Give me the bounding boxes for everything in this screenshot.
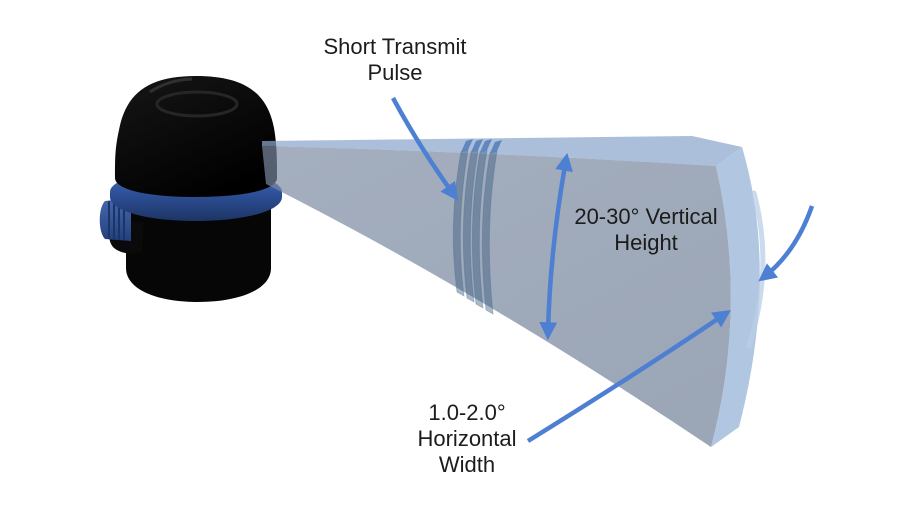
transmit-pulse-label-line2: Pulse [367,60,423,85]
beam [262,136,766,447]
beam-curved-face [711,147,760,447]
transducer-dome [115,76,277,197]
pulse-band [481,150,498,315]
horizontal-width-label-line2: Horizontal [417,426,517,451]
vertical-height-label-line1: 20-30° Vertical [574,204,718,229]
dome-highlight [149,77,193,94]
annotation-arrows [391,96,815,443]
pulse-band-top [461,139,473,152]
pulse-band [471,149,488,309]
horizontal-width-label-line1: 1.0-2.0° [428,400,506,425]
vertical-height-arrow [539,152,573,341]
horizontal-width-label-line3: Width [438,452,496,477]
transmit-pulse-arrow [391,96,459,201]
dome-gloss-ring [155,90,239,118]
transducer-body [126,200,271,302]
vertical-height-label-line2: Height [614,230,678,255]
transmit-pulse-label-line1: Short Transmit [323,34,467,59]
pulse-band-top [490,140,502,153]
beam-top-face [262,136,742,166]
beam-front-face [262,146,731,447]
beam-face-arrow [758,205,815,282]
horizontal-width-label: 1.0-2.0° Horizontal Width [417,400,516,478]
transmit-pulse-label: Short Transmit Pulse [323,34,466,86]
pulse-band-top [480,139,492,152]
vertical-height-label: 20-30° Vertical Height [574,204,717,256]
pulse-band-top [471,139,483,152]
pulse-band [462,149,479,303]
transducer [99,76,282,302]
horizontal-width-arrow [526,309,731,443]
